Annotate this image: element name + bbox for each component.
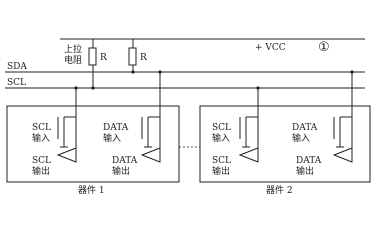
device-2-data-out-line2: 输出	[296, 165, 314, 177]
device-2-data-in-line1: DATA	[292, 123, 318, 133]
device-1-box	[6, 105, 180, 183]
device-2-scl-in-line1: SCL	[212, 123, 231, 133]
device-1-scl-in-line2: 输入	[32, 132, 50, 144]
device-1-data-circuit	[140, 70, 162, 163]
scl-buffer-triangle	[56, 147, 77, 163]
device-1-data-in-line1: DATA	[103, 123, 129, 133]
circle-mark: ①	[318, 40, 330, 55]
data-buffer-triangle	[332, 147, 353, 163]
device-2-scl-out-line2: 输出	[212, 165, 230, 177]
device-2-data-out-line1: DATA	[296, 156, 322, 166]
device-2-scl-in-line2: 输入	[212, 132, 230, 144]
scl-label: SCL	[7, 78, 26, 88]
pullup-resistor-2	[128, 39, 137, 74]
device-1-scl-out-line1: SCL	[32, 156, 51, 166]
device-1-data-out-line1: DATA	[112, 156, 138, 166]
sda-label: SDA	[7, 62, 27, 72]
device-2-data-circuit	[332, 70, 354, 163]
pullup-label-line2: 电阻	[64, 54, 82, 66]
vcc-label: + VCC	[255, 43, 286, 53]
device-2-box	[199, 105, 371, 183]
device-2-scl-circuit	[238, 86, 260, 163]
device-1-name: 器件 1	[78, 184, 105, 196]
device-2-data-in-line2: 输入	[292, 132, 310, 144]
device-2-scl-out-line1: SCL	[212, 156, 231, 166]
data-buffer-triangle	[140, 147, 161, 163]
device-1-scl-out-line2: 输出	[32, 165, 50, 177]
device-1-scl-in-line1: SCL	[32, 123, 51, 133]
i2c-bus-diagram: 上拉 电阻 R R + VCC ① SDA SCL SCL 输入 DATA 输入…	[5, 38, 371, 196]
device-1-data-in-line2: 输入	[103, 132, 121, 144]
resistor2-label: R	[140, 53, 147, 63]
pullup-label-line1: 上拉	[64, 43, 82, 55]
resistor1-label: R	[100, 53, 107, 63]
device-1-data-out-line2: 输出	[112, 165, 130, 177]
scl-buffer-triangle	[238, 147, 259, 163]
device-1-scl-circuit	[56, 86, 78, 163]
device-2-name: 器件 2	[266, 184, 293, 196]
pullup-resistor-1	[88, 39, 97, 90]
